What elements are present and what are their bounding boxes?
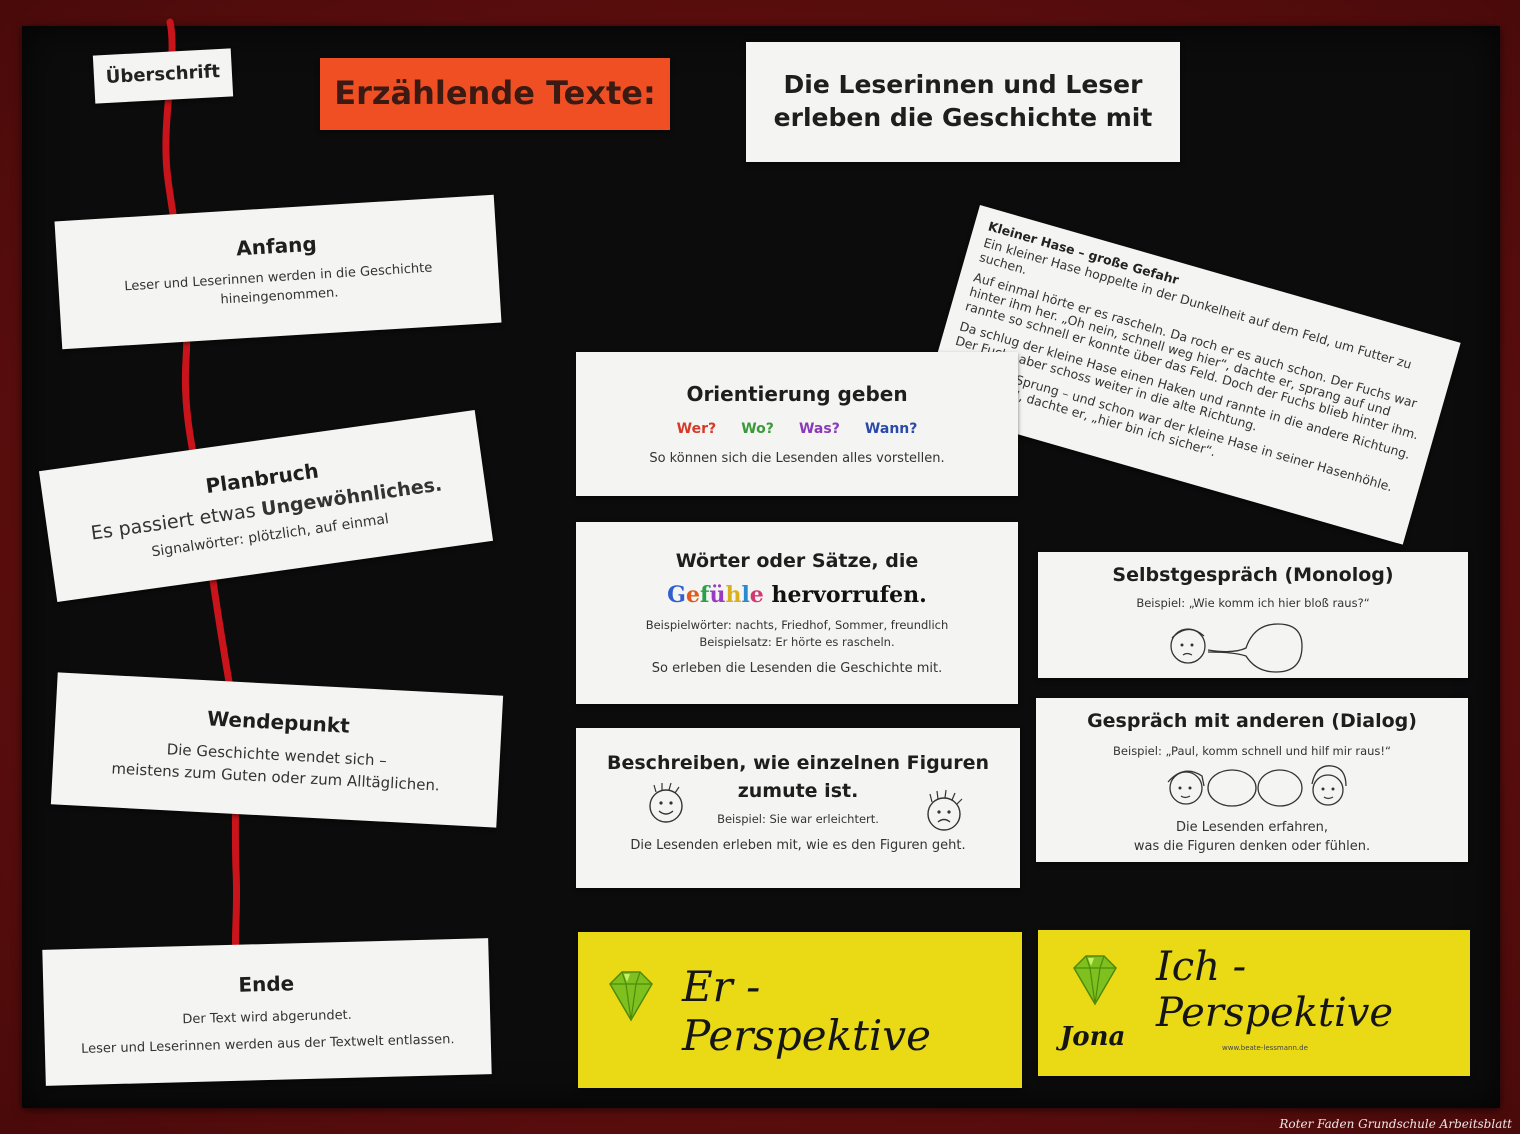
ueberschrift-text: Überschrift bbox=[105, 61, 221, 88]
monolog-card: Selbstgespräch (Monolog) Beispiel: „Wie … bbox=[1038, 552, 1468, 678]
dialog-example: Beispiel: „Paul, komm schnell und hilf m… bbox=[1113, 744, 1391, 758]
gefuehle-letter: f bbox=[699, 582, 710, 608]
anfang-card: Anfang Leser und Leserinnen werden in di… bbox=[54, 194, 502, 350]
gefuehle-letter: ü bbox=[709, 582, 726, 608]
gefuehle-letter: e bbox=[749, 582, 764, 608]
orientierung-line: So können sich die Lesenden alles vorste… bbox=[649, 451, 945, 466]
beschreiben-title-1: Beschreiben, wie einzelnen Figuren bbox=[607, 752, 989, 774]
gefuehle-example-2: Beispielsatz: Er hörte es rascheln. bbox=[699, 635, 895, 649]
student-name: Jona bbox=[1060, 1022, 1126, 1052]
ende-title: Ende bbox=[238, 971, 295, 997]
wendepunkt-card: Wendepunkt Die Geschichte wendet sich – … bbox=[50, 672, 504, 828]
subtitle-card: Die Leserinnen und Leser erleben die Ges… bbox=[746, 42, 1180, 162]
website-label: www.beate-lessmann.de bbox=[1222, 1044, 1308, 1052]
gefuehle-word: Gefühle bbox=[667, 582, 764, 608]
gem-icon bbox=[609, 971, 653, 1022]
ich-perspektive-text: Ich - Perspektive bbox=[1156, 944, 1394, 1036]
er-perspektive-card: Er - Perspektive bbox=[578, 932, 1022, 1088]
dialog-line-2: was die Figuren denken oder fühlen. bbox=[1133, 839, 1371, 854]
gefuehle-letter: G bbox=[667, 582, 686, 608]
question-word-was: Was? bbox=[798, 421, 840, 437]
gefuehle-example-1: Beispielwörter: nachts, Friedhof, Sommer… bbox=[645, 618, 949, 632]
hervorrufen-word: hervorrufen. bbox=[771, 582, 927, 608]
gem-icon-2 bbox=[1073, 955, 1117, 1006]
title-card: Erzählende Texte: bbox=[320, 58, 670, 130]
gefuehle-highlight: Gefühle hervorrufen. bbox=[576, 582, 1018, 608]
question-word-wann: Wann? bbox=[864, 421, 918, 437]
gefuehle-letter: h bbox=[725, 582, 742, 608]
ende-line-2: Leser und Leserinnen werden aus der Text… bbox=[80, 1032, 455, 1057]
er-perspektive-text: Er - Perspektive bbox=[682, 962, 931, 1060]
happy-face-icon bbox=[649, 782, 683, 823]
gefuehle-title: Wörter oder Sätze, die bbox=[675, 550, 919, 572]
beschreiben-example: Beispiel: Sie war erleichtert. bbox=[717, 812, 879, 826]
ende-line-1: Der Text wird abgerundet. bbox=[182, 1007, 353, 1028]
dialog-line-1: Die Lesenden erfahren, bbox=[1176, 820, 1328, 835]
ende-card: Ende Der Text wird abgerundet. Leser und… bbox=[42, 938, 492, 1086]
monolog-title: Selbstgespräch (Monolog) bbox=[1112, 564, 1394, 586]
subtitle-line2: erleben die Geschichte mit bbox=[773, 103, 1153, 132]
gefuehle-line: So erleben die Lesenden die Geschichte m… bbox=[651, 661, 943, 676]
ich-perspektive-card: Ich - Perspektive Jona www.beate-lessman… bbox=[1038, 930, 1470, 1076]
question-word-wo: Wo? bbox=[741, 421, 774, 437]
beschreiben-line: Die Lesenden erleben mit, wie es den Fig… bbox=[630, 838, 966, 853]
subtitle-line1: Die Leserinnen und Leser bbox=[783, 70, 1143, 99]
dialog-speech-bubbles-icon bbox=[1167, 765, 1347, 807]
question-word-wer: Wer? bbox=[676, 421, 717, 437]
orientierung-card: Orientierung geben Wer? Wo? Was? Wann? S… bbox=[576, 352, 1018, 496]
question-words: Wer? Wo? Was? Wann? bbox=[576, 418, 1018, 437]
beschreiben-title-2: zumute ist. bbox=[737, 780, 859, 802]
monolog-example: Beispiel: „Wie komm ich hier bloß raus?“ bbox=[1136, 596, 1370, 610]
gefuehle-letter: l bbox=[741, 582, 750, 608]
gefuehle-letter: e bbox=[685, 582, 700, 608]
beschreiben-card: Beschreiben, wie einzelnen Figuren zumut… bbox=[576, 728, 1020, 888]
sad-face-icon bbox=[927, 789, 963, 831]
gefuehle-card: Wörter oder Sätze, die Gefühle hervorruf… bbox=[576, 522, 1018, 704]
ueberschrift-label: Überschrift bbox=[92, 48, 234, 104]
orientierung-title: Orientierung geben bbox=[686, 382, 908, 406]
image-caption: Roter Faden Grundschule Arbeitsblatt bbox=[1279, 1117, 1512, 1131]
monolog-speech-bubble-icon bbox=[1170, 623, 1303, 673]
dialog-card: Gespräch mit anderen (Dialog) Beispiel: … bbox=[1036, 698, 1468, 862]
page-title: Erzählende Texte: bbox=[334, 74, 656, 112]
dialog-title: Gespräch mit anderen (Dialog) bbox=[1087, 710, 1417, 732]
